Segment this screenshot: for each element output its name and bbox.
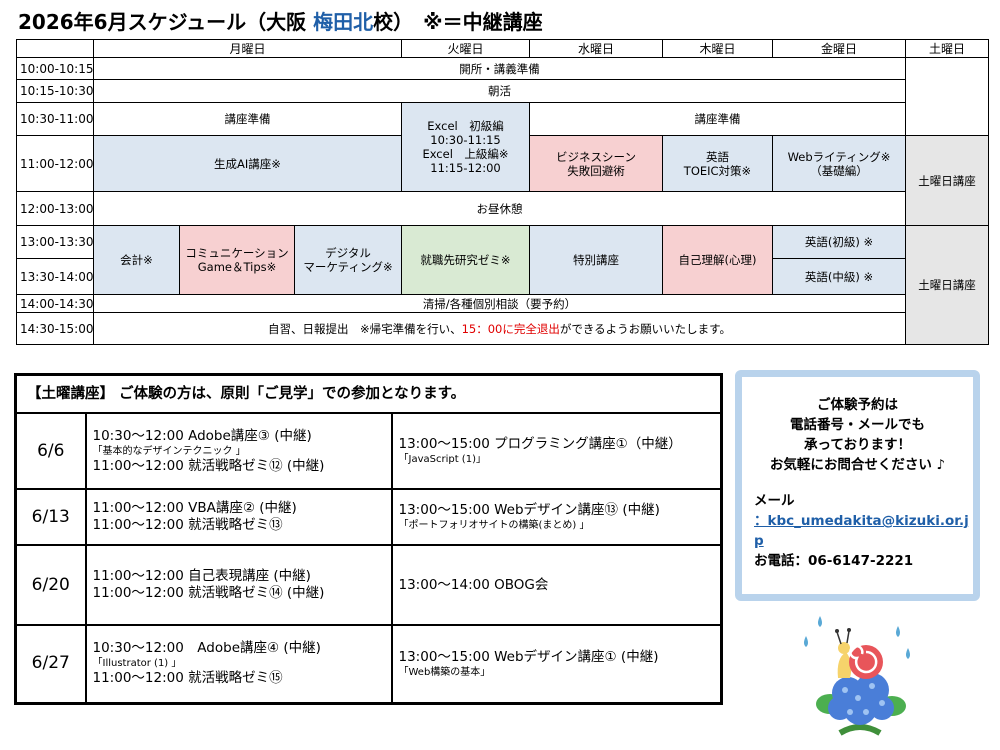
time-slot: 14:00-14:30 [16, 294, 94, 313]
day-header: 木曜日 [662, 39, 773, 58]
page-title: 2026年6月スケジュール（大阪 梅田北校） ※＝中継講座 [18, 10, 543, 34]
saturday-header: 【土曜講座】 ご体験の方は、原則「ご見学」での参加となります。 [14, 373, 723, 414]
time-slot: 12:00-13:00 [16, 191, 94, 226]
sat-empty [905, 57, 989, 136]
weekly-schedule-table: 月曜日 火曜日 水曜日 木曜日 金曜日 土曜日 10:00-10:15 開所・講… [16, 39, 989, 345]
day-header: 火曜日 [401, 39, 530, 58]
slot-sat-course: 土曜日講座 [905, 225, 989, 345]
slot-prep-wed-fri: 講座準備 [529, 102, 906, 136]
day-header: 水曜日 [529, 39, 663, 58]
slot-open: 開所・講義準備 [93, 57, 906, 80]
sat-morning: 10:30～12:00 Adobe講座④ (中継) 「Illustrator (… [84, 624, 393, 704]
info-line: 電話番号・メールでも [790, 417, 925, 433]
day-header: 月曜日 [93, 39, 402, 58]
sat-afternoon: 13:00～15:00 Webデザイン講座① (中継) 「Web構築の基本」 [390, 624, 723, 704]
contact-info-box: ご体験予約は 電話番号・メールでも 承っております！ お気軽にお問合せください … [735, 370, 980, 601]
sat-morning: 11:00～12:00 自己表現講座 (中継) 11:00～12:00 就活戦略… [84, 544, 393, 626]
slot-lunch: お昼休憩 [93, 191, 906, 226]
time-slot: 13:30-14:00 [16, 258, 94, 295]
slot-english-beginner: 英語(初級) ※ [772, 225, 906, 259]
sat-date: 6/20 [14, 544, 87, 626]
slot-english-intermediate: 英語(中級) ※ [772, 258, 906, 295]
slot-business: ビジネスシーン失敗回避術 [529, 135, 663, 192]
slot-web-writing: Webライティング※（基礎編） [772, 135, 906, 192]
day-header: 土曜日 [905, 39, 989, 58]
info-line: ご体験予約は [817, 397, 898, 413]
phone-number: お電話：06-6147-2221 [754, 553, 914, 569]
slot-sat-course: 土曜日講座 [905, 135, 989, 226]
info-line: お気軽にお問合せください ♪ [769, 457, 946, 473]
slot-morning: 朝活 [93, 79, 906, 103]
time-slot: 10:15-10:30 [16, 79, 94, 103]
sat-date: 6/13 [14, 488, 87, 546]
slot-accounting: 会計※ [93, 225, 180, 295]
time-slot: 10:30-11:00 [16, 102, 94, 136]
slot-job-research: 就職先研究ゼミ※ [401, 225, 530, 295]
time-slot: 14:30-15:00 [16, 312, 94, 345]
day-header: 金曜日 [772, 39, 906, 58]
info-line: 承っております！ [804, 437, 911, 453]
sat-afternoon: 13:00～14:00 OBOG会 [390, 544, 723, 626]
table-row: 6/27 10:30～12:00 Adobe講座④ (中継) 「Illustra… [14, 624, 723, 704]
sat-morning: 10:30～12:00 Adobe講座③ (中継) 「基本的なデザインテクニック… [84, 412, 393, 490]
time-slot: 13:00-13:30 [16, 225, 94, 259]
slot-cleaning: 清掃/各種個別相談（要予約） [93, 294, 906, 313]
table-row: 6/20 11:00～12:00 自己表現講座 (中継) 11:00～12:00… [14, 544, 723, 626]
time-slot: 10:00-10:15 [16, 57, 94, 80]
slot-digital: デジタルマーケティング※ [294, 225, 402, 295]
sat-afternoon: 13:00～15:00 プログラミング講座①（中継） 「JavaScript (… [390, 412, 723, 490]
header-row: 月曜日 火曜日 水曜日 木曜日 金曜日 土曜日 [16, 39, 989, 58]
corner-cell [16, 39, 94, 58]
table-row: 6/6 10:30～12:00 Adobe講座③ (中継) 「基本的なデザインテ… [14, 412, 723, 490]
sat-date: 6/27 [14, 624, 87, 704]
mail-address[interactable]: ：kbc_umedakita@kizuki.or.jp [754, 513, 969, 549]
mail-label: メール [754, 493, 795, 509]
slot-self-study: 自習、日報提出 ※帰宅準備を行い、15：00に完全退出ができるようお願いいたしま… [93, 312, 906, 345]
slot-special: 特別講座 [529, 225, 663, 295]
snail-hydrangea-illustration [804, 616, 910, 736]
time-slot: 11:00-12:00 [16, 135, 94, 192]
saturday-course-table: 【土曜講座】 ご体験の方は、原則「ご見学」での参加となります。 6/6 10:3… [14, 373, 724, 705]
slot-ai: 生成AI講座※ [93, 135, 402, 192]
sat-afternoon: 13:00～15:00 Webデザイン講座⑬ (中継) 「ポートフォリオサイトの… [390, 488, 723, 546]
table-row: 6/13 11:00～12:00 VBA講座② (中継) 11:00～12:00… [14, 488, 723, 546]
sat-date: 6/6 [14, 412, 87, 490]
slot-self-understanding: 自己理解(心理) [662, 225, 773, 295]
slot-prep-mon: 講座準備 [93, 102, 402, 136]
sat-morning: 11:00～12:00 VBA講座② (中継) 11:00～12:00 就活戦略… [84, 488, 393, 546]
